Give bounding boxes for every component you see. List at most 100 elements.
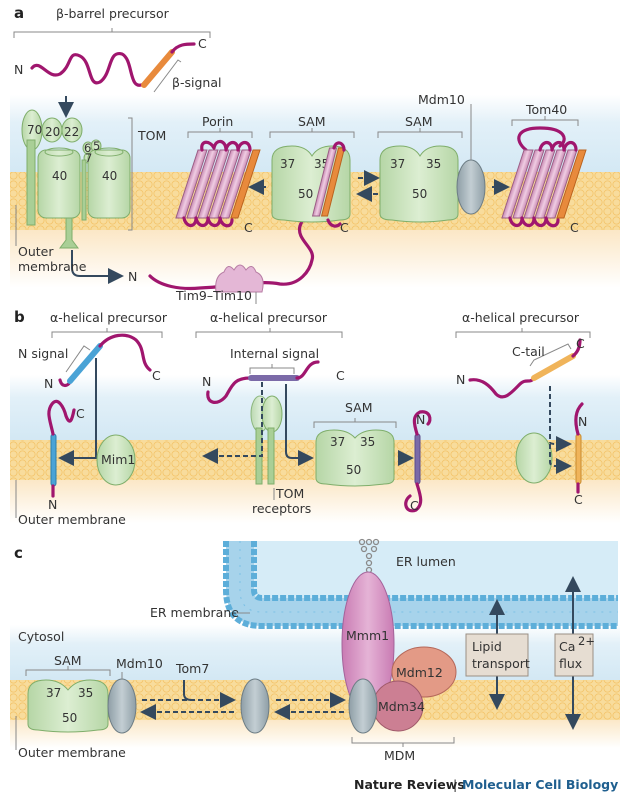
precursor-bracket-b3: [455, 328, 591, 338]
c-tail-cterm-chain: [571, 338, 582, 358]
inserted-c-tail-n-label: N: [578, 414, 587, 429]
c-tail-upper-arrow: [549, 386, 572, 452]
beta-signal-bracket: [153, 59, 182, 93]
inserted-n-signal: [50, 433, 57, 487]
credit-separator: |: [453, 777, 457, 792]
panel-letter-c: c: [14, 544, 23, 562]
inserted-c-tail-c-label: C: [574, 492, 583, 507]
internal-signal-label: Internal signal: [230, 346, 319, 361]
sam-complex-b: 37 35 50: [315, 429, 395, 487]
sam50-label: 50: [298, 187, 313, 201]
porin-bracket: [187, 128, 253, 138]
internal-cterm-chain: [295, 360, 320, 380]
mmm1-label: Mmm1: [346, 628, 389, 643]
er-membrane-label: ER membrane: [150, 605, 239, 620]
c-tail-segment: [531, 353, 576, 381]
mdm10-a: [456, 159, 486, 215]
sam2-bracket: [377, 128, 463, 138]
tom40-left-label: 40: [52, 169, 67, 183]
beta-signal-label: β-signal: [172, 75, 221, 90]
sam-label-1: SAM: [298, 114, 326, 129]
inserted-internal-signal: [414, 433, 421, 485]
inserted-internal-c-label: C: [410, 498, 419, 513]
er-membrane: [223, 541, 618, 629]
mim1: [96, 434, 136, 486]
tom5-label: 5: [93, 139, 100, 153]
inserted-internal-c-chain: [404, 482, 423, 513]
mim1-label: Mim1: [101, 452, 135, 467]
tom-label: TOM: [137, 128, 166, 143]
internal-signal-bracket: [249, 364, 295, 374]
sam2-35-label: 35: [426, 157, 441, 171]
n-signal-chain: [98, 333, 152, 372]
mdm10-mdm: [348, 678, 378, 734]
inserted-internal-n-chain: [412, 410, 432, 436]
n-signal-segment: [67, 343, 103, 384]
precursor-label-b3: α-helical precursor: [462, 310, 580, 325]
sam-complex-c: 37 35 50: [27, 679, 109, 733]
lateral-release-arrow: [202, 382, 263, 464]
sam-complex-2: 37 35 50: [379, 145, 459, 223]
figure-credit: Nature Reviews | Molecular Cell Biology: [354, 777, 618, 792]
inserted-c-tail: [575, 433, 582, 485]
internal-c-label: C: [336, 368, 345, 383]
tim9-tim10-label: Tim9–Tim10: [175, 288, 252, 303]
inserted-n-label: N: [48, 497, 57, 512]
panel-b: b α-helical precursor α-helical precurso…: [10, 308, 620, 527]
panel-c: c ER lumen ER membrane Cytosol SAM 37 35…: [10, 538, 620, 763]
ca-label-1: Ca: [559, 639, 575, 654]
tom-to-tim-arrow: [71, 250, 124, 284]
sam2-50-label: 50: [412, 187, 427, 201]
n-signal-label: N signal: [18, 346, 68, 361]
tom40-bracket: [511, 116, 579, 126]
mdm-complex: Mmm1 Mdm12 Mdm34: [341, 538, 457, 734]
mdm-label: MDM: [384, 748, 415, 763]
porin-c-label: C: [244, 220, 253, 235]
n-signal-bracket: [65, 345, 91, 373]
to-sam-arrow-b: [285, 384, 314, 466]
tom-complex: 70 20 22 6 5 7 40 40: [21, 109, 131, 249]
unknown-insertase: [515, 432, 553, 484]
tom-receptors-label-2: receptors: [252, 501, 311, 516]
lipid-label-2: transport: [472, 656, 530, 671]
panel-a: a β-barrel precursor N C β-signal 70: [10, 4, 620, 304]
tom70-label: 70: [27, 123, 42, 137]
n-signal-n-label: N: [44, 376, 53, 391]
precursor-bracket-b2: [195, 328, 343, 338]
sam-c-35-label: 35: [78, 686, 93, 700]
mdm-bracket: [351, 737, 455, 747]
precursor-bracket: [13, 28, 211, 38]
mdm10-label-c: Mdm10: [116, 656, 163, 671]
precursor-label-a: β-barrel precursor: [56, 6, 170, 21]
sam1-bracket: [269, 128, 355, 138]
sam2-37-label: 37: [390, 157, 405, 171]
precursor-label-b1: α-helical precursor: [50, 310, 168, 325]
credit-journal: Nature Reviews: [354, 777, 465, 792]
er-lumen-label: ER lumen: [396, 554, 456, 569]
c-tail-bracket: [529, 343, 572, 367]
mdm34-label: Mdm34: [378, 699, 425, 714]
tim-chain: [148, 208, 316, 291]
inserted-c-chain: [47, 399, 76, 436]
tom-receptors-label-1: TOM: [275, 486, 304, 501]
precursor-label-b2: α-helical precursor: [210, 310, 328, 325]
tom-bracket: [128, 117, 133, 231]
c-tail-n-label: N: [456, 372, 465, 387]
panel-letter-b: b: [14, 308, 25, 326]
sam-bracket-b: [313, 418, 397, 428]
tom20-label: 20: [45, 125, 60, 139]
c-tail-lower-arrow: [549, 444, 572, 474]
mdm10-label-a: Mdm10: [418, 92, 465, 107]
porin-label: Porin: [202, 114, 233, 129]
tom40-c-label: C: [570, 220, 579, 235]
sam-label-2: SAM: [405, 114, 433, 129]
n-terminus-tim: N: [128, 269, 137, 284]
sam-b-35-label: 35: [360, 435, 375, 449]
sam1-c-label: C: [340, 220, 349, 235]
precursor-c-tail: [170, 42, 196, 54]
c-tail-nterm-chain: [468, 376, 536, 399]
panel-letter-a: a: [14, 4, 24, 22]
tom40-label: Tom40: [525, 102, 567, 117]
tom40-barrel: [501, 126, 587, 228]
